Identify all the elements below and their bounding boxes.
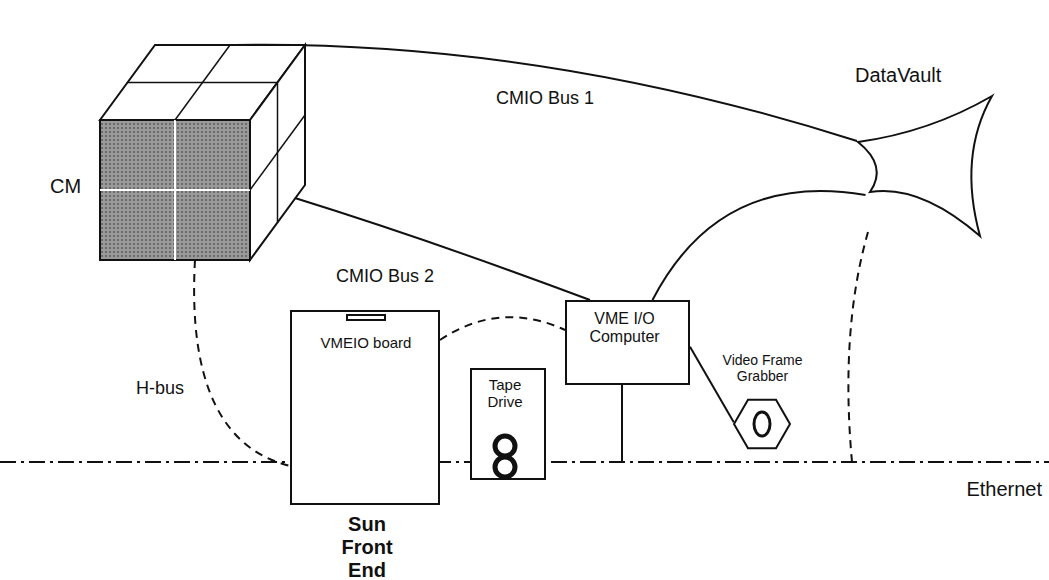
board-slot (346, 314, 386, 321)
node-label: Video Frame Grabber (705, 352, 820, 384)
cube-front-face (100, 120, 250, 260)
bus-connector (653, 191, 866, 300)
node-box: VMEIO board (298, 320, 434, 360)
bus-connector (194, 260, 290, 466)
node-label: DataVault (855, 64, 995, 87)
cube-grid (100, 189, 250, 191)
camera-hexagon (734, 400, 790, 448)
node-label: VMEIO board (298, 334, 434, 351)
bus-connector (295, 198, 590, 300)
node-box: Sun Front EndVMEIO board (290, 310, 440, 505)
bus-connector (235, 45, 857, 141)
node-label: VME I/O Computer (567, 310, 682, 347)
cm-cube (45, 35, 310, 265)
bus-label: CMIO Bus 2 (333, 266, 437, 287)
node-label: CM (50, 175, 100, 198)
cube-grid (250, 115, 305, 190)
tape-reel (495, 457, 515, 477)
camera-lens (754, 412, 770, 436)
vme-ethernet-tap (621, 385, 623, 462)
datavault-outline (858, 96, 992, 236)
node-label: Sun Front End (321, 513, 413, 580)
node-box: CM (45, 35, 310, 265)
node-box: Video Frame Grabber (705, 352, 820, 457)
vme-bus-link (440, 317, 565, 340)
bus-label: CMIO Bus 1 (493, 88, 597, 109)
node-box: VME I/O Computer (565, 300, 690, 385)
bus-label: H-bus (133, 378, 187, 399)
node-label: Tape Drive (472, 376, 538, 411)
node-box: Tape Drive (470, 368, 546, 480)
datavault-ethernet-tap (848, 232, 868, 462)
tape-reel (495, 436, 515, 456)
network-label: Ethernet (963, 478, 1045, 501)
node-box: DataVault (840, 60, 1010, 240)
datavault-shape (840, 60, 1010, 240)
cube-grid (128, 82, 278, 84)
cube-right-face (250, 45, 305, 260)
